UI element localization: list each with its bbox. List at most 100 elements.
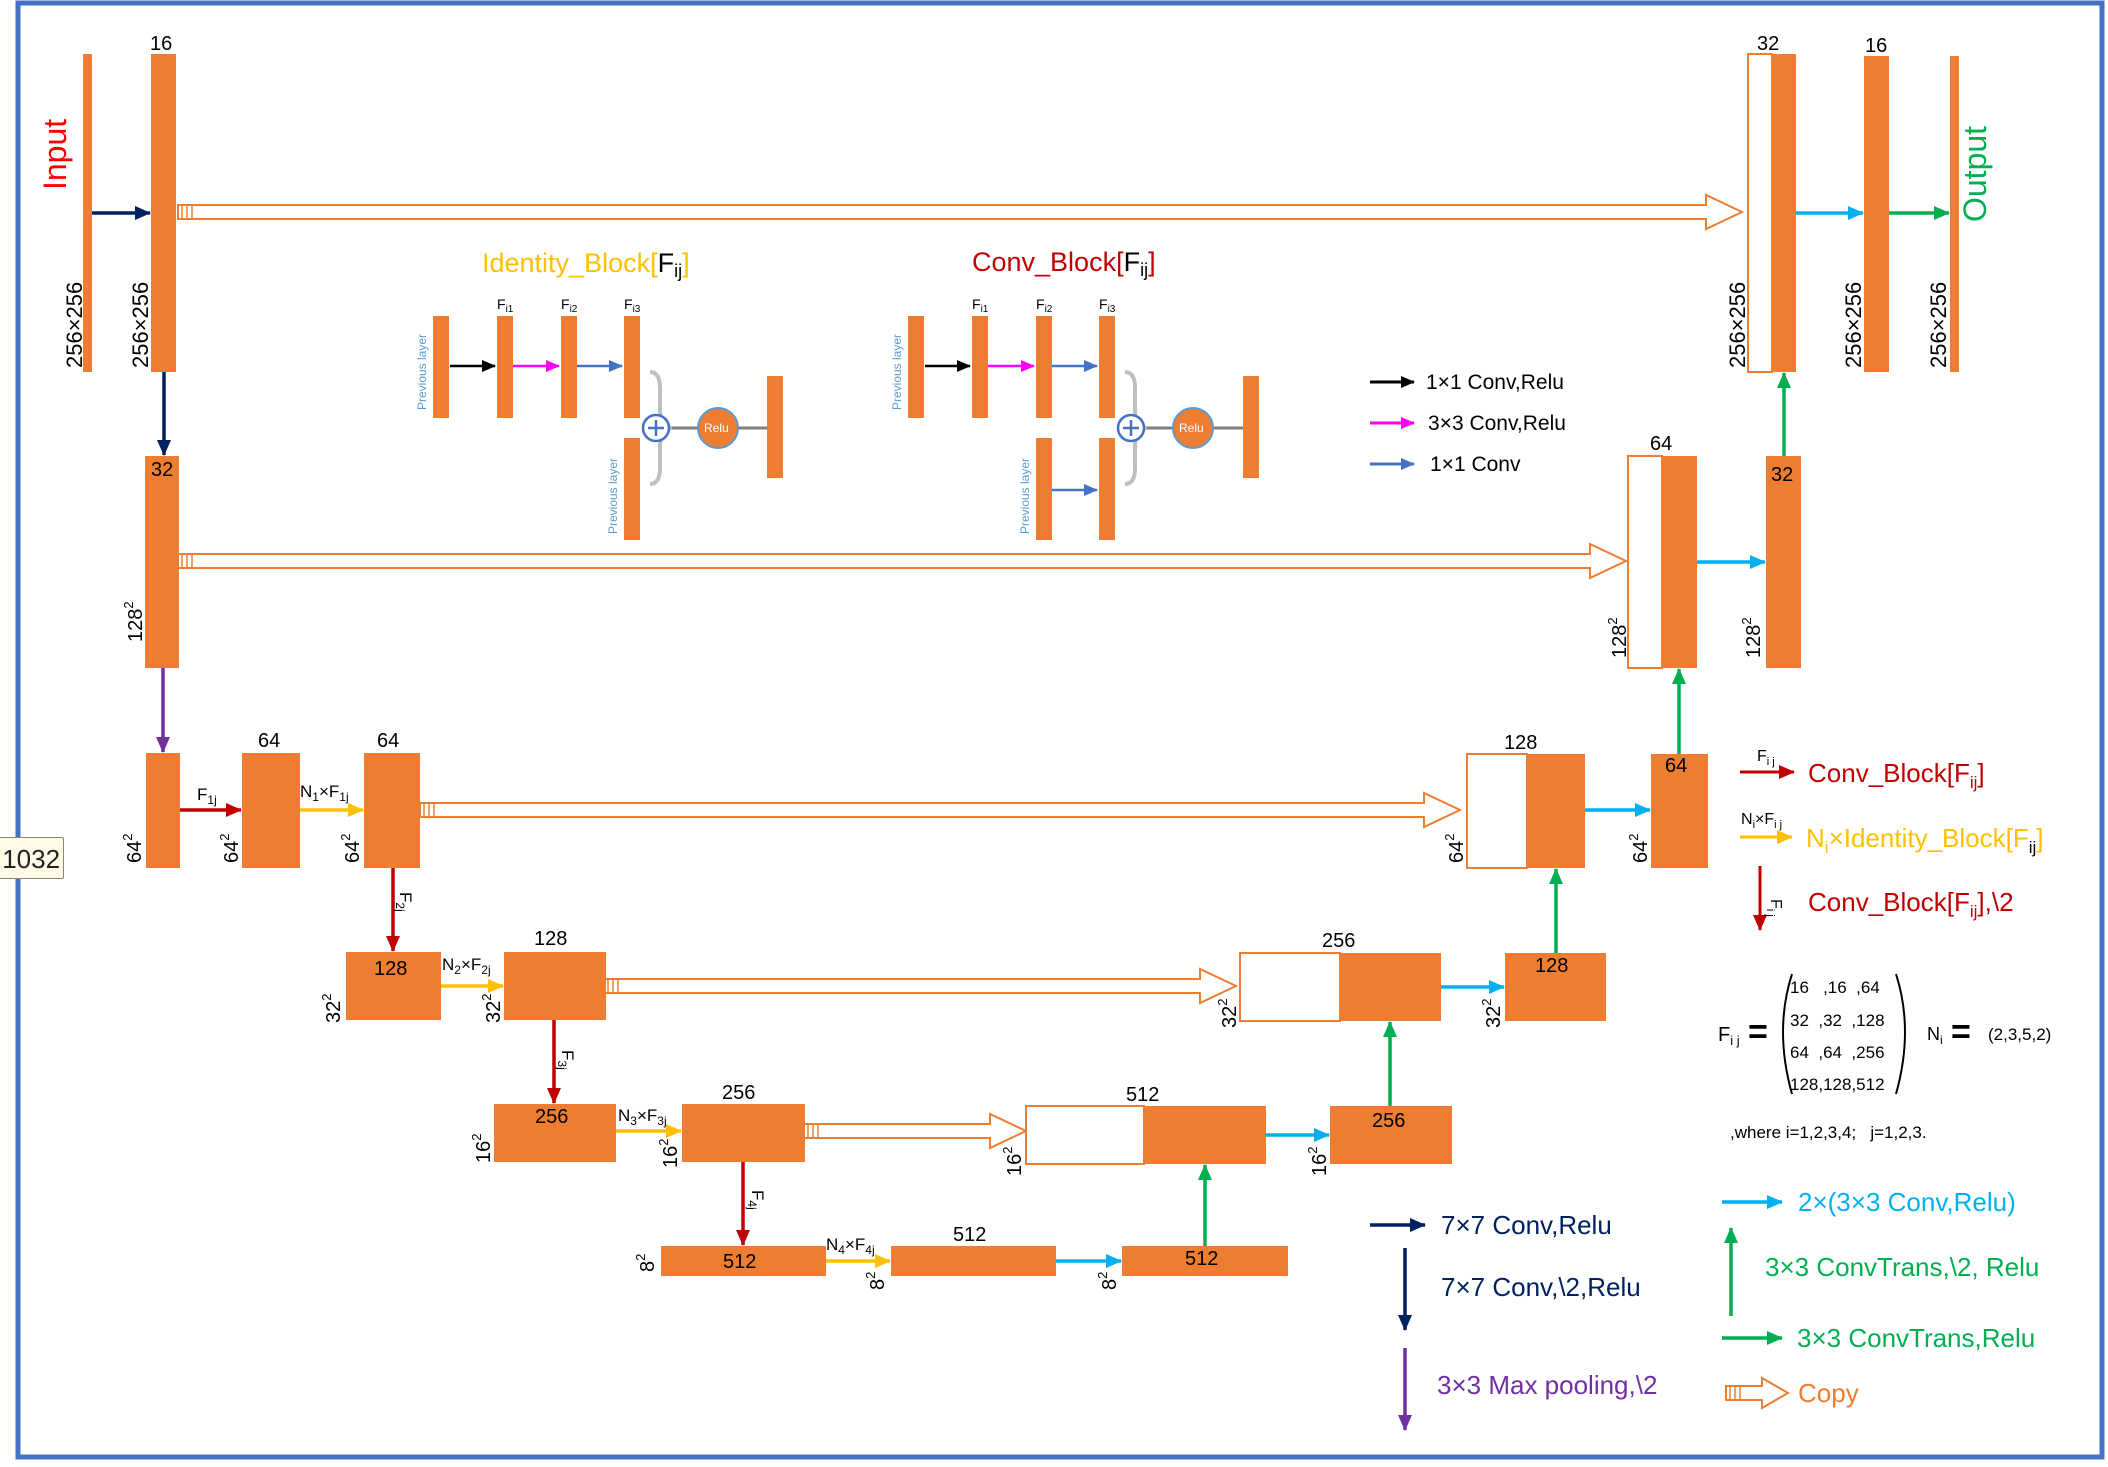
dec5-concat-empty [1025,1105,1145,1165]
matrix-left-paren [1782,973,1793,1095]
enc5b-block [682,1104,805,1162]
ch-enc1: 16 [150,33,172,55]
size-enc5b-group: 162 [656,1139,682,1168]
flow-labels: F1j N1×F1j N2×F2j N3×F3j N4×F4j F2j F3j … [197,782,875,1257]
cv-prev-layer-label: Previous layer [890,334,904,410]
matrix-eq: = [1748,1013,1768,1051]
size-dec1-concat: 256×256 [1725,282,1750,368]
copy-arrow-level1 [177,193,1745,231]
label-f4j: F4j [745,1190,767,1210]
value-tooltip: .1032 [0,837,64,879]
enc3c-block [364,753,420,868]
legend-maxpool: 3×3 Max pooling,\2 [1437,1370,1657,1400]
legend-copy-arrow [1725,1376,1791,1410]
conv-block-title: Conv_Block[Fij] [972,247,1156,280]
dec4-block [1505,953,1606,1021]
matrix-where: ,where i=1,2,3,4; j=1,2,3. [1730,1123,1927,1142]
legend-conv3x3-relu: 3×3 Conv,Relu [1428,412,1566,435]
encoder-blocks [83,54,1056,1276]
size-dec4-concat: 322 [1215,999,1241,1028]
layer-labels: Input Output 256×256 256×256 256×256 256… [37,33,1993,1273]
spatial-size-labels: 1282 1282 1282 642 642 642 642 642 322 3… [120,601,1765,1290]
ch-dec2: 32 [1771,464,1793,486]
copy-arrow-level4 [603,967,1239,1005]
size-dec3-concat: 642 [1442,834,1468,863]
size-dec4c-group: 322 [1215,999,1241,1028]
size-dec3-group: 642 [1626,834,1652,863]
size-enc3c: 642 [338,834,364,863]
copy-arrow-level2 [177,542,1629,580]
copy-arrow-tails [181,205,819,1138]
ch-bottleneck-b: 512 [953,1224,986,1246]
legend-ni-identity: Ni×Identity_Block[Fij] [1806,823,2044,857]
size-bottleneck-a: 82 [633,1254,659,1272]
size-bottleneck-b: 82 [863,1272,889,1290]
ch-dec3: 64 [1665,755,1687,777]
cv-fi2-bar [1036,316,1052,418]
ch-bottleneck-up: 512 [1185,1248,1218,1270]
size-dec2-concat: 1282 [1605,617,1631,658]
label-n1-f1j: N1×F1j [300,782,349,804]
id-fi1-bar [497,316,513,418]
legend-ni-fij-over-arrow: Ni×Fi j [1741,811,1782,831]
dec3-block [1651,754,1708,868]
size-enc3a-group: 642 [120,834,146,863]
matrix-row-1: 16 ,16 ,64 [1790,978,1880,997]
dec5-block [1330,1106,1452,1164]
size-bottleneck-up: 82 [1095,1272,1121,1290]
ch-enc5b: 256 [722,1082,755,1104]
ch-enc3b: 64 [258,730,280,752]
ch-enc2: 32 [151,459,173,481]
dec4-concat-block [1340,953,1441,1021]
bottleneck-b-block [891,1246,1056,1276]
label-f1j: F1j [197,785,217,807]
enc4b-block [504,952,606,1020]
size-dec4: 322 [1479,999,1505,1028]
ni-lhs: Ni [1927,1024,1943,1047]
label-n3-f3j: N3×F3j [618,1106,667,1128]
size-enc2-group: 1282 [121,601,147,642]
size-enc4b-group: 322 [479,994,505,1023]
legend-top: 1×1 Conv,Relu 3×3 Conv,Relu 1×1 Conv [1370,371,1566,476]
matrix-right-paren [1895,973,1906,1095]
ch-dec4-concat: 256 [1322,930,1355,952]
dec3-concat-block [1527,754,1585,868]
id-fi2-bar [561,316,577,418]
id-fi1-label: Fi1 [497,296,514,315]
output-label: Output [1957,126,1993,222]
label-n2-f2j: N2×F2j [442,955,491,977]
enc4a-block [346,952,441,1020]
dec2-concat-empty [1627,455,1663,669]
cv-relu-node [1172,407,1214,449]
size-enc5a: 162 [469,1134,495,1163]
size-dec5-group: 162 [1305,1147,1331,1176]
ch-dec4: 128 [1535,955,1568,977]
enc3a-block [146,753,180,868]
id-prev-layer-label: Previous layer [415,334,429,410]
identity-block-inset: Identity_Block[Fij] Previous layer Previ… [415,248,783,540]
bottleneck-up-block [1122,1246,1288,1276]
dec3-concat-empty [1466,753,1528,869]
input-label: Input [37,119,73,190]
matrix-row-2: 32 ,32 ,128 [1790,1011,1885,1030]
id-relu-node [697,407,739,449]
id-out-bar [767,376,783,478]
cv-fi1-label: Fi1 [972,296,989,315]
legend-fij-over-arrow: Fi j [1757,748,1775,768]
cv-fi2-label: Fi2 [1036,296,1053,315]
size-enc4a: 322 [319,994,345,1023]
enc2-block [145,456,179,668]
size-input: 256×256 [62,282,87,368]
cv-relu-label: Relu [1179,421,1204,435]
label-f2j-group: F2j [393,892,415,912]
ch-bottleneck-a: 512 [723,1251,756,1273]
size-enc3c-group: 642 [338,834,364,863]
ch-enc5a: 256 [535,1106,568,1128]
cv-fi1-bar [972,316,988,418]
dec4-concat-empty [1239,952,1341,1022]
cv-short-bar [1099,438,1115,540]
legend-convtrans-half: 3×3 ConvTrans,\2, Relu [1765,1252,2039,1282]
legend-conv3-twice: 2×(3×3 Conv,Relu) [1798,1187,2016,1217]
dec1-concat-block [1772,54,1796,372]
dec5-concat-block [1144,1106,1266,1164]
